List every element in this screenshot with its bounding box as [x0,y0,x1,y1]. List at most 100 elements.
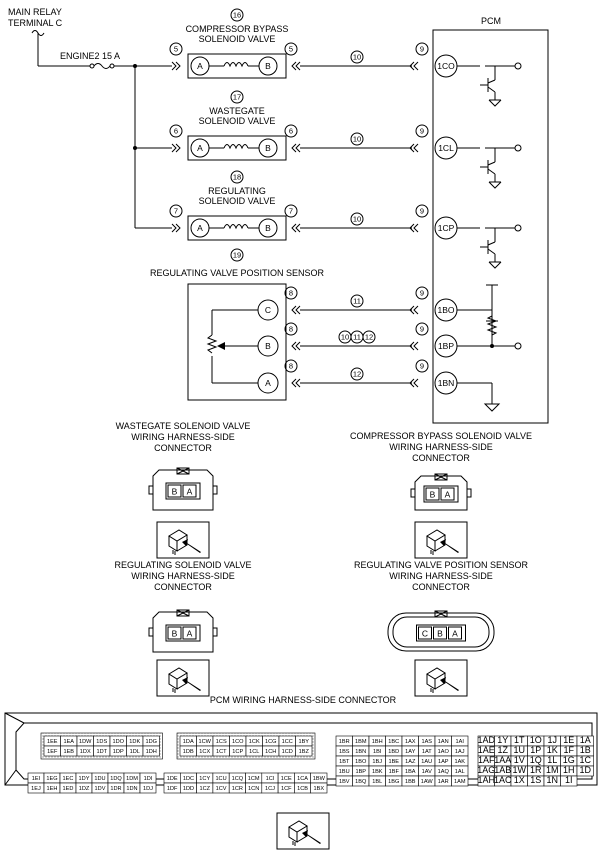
pin-label: 1BS [339,749,350,755]
pin-label: 1BP [355,769,366,775]
pin-label: 1CS [216,739,227,745]
pin-label: 1DJ [143,786,153,792]
pin-label: 1EI [32,776,41,782]
pin-label: 1BE [388,759,399,765]
pcm-connector-number-circle [415,286,429,300]
wire-code: 10 [353,135,361,144]
pin-label: 1DT [96,749,107,755]
pcm-connector-number-circle [415,204,429,218]
pin-label: 1BB [405,779,416,785]
wire-code-circle [362,330,376,344]
pin-label: 1Q [530,755,542,765]
pin-label: 1CG [265,739,277,745]
wiper-arrow [217,342,225,350]
pin-label: 1AH [477,775,495,785]
solenoid-name-line-2: SOLENOID VALVE [199,196,276,206]
connector-pin-label: B [430,490,436,500]
pin-label: 1AR [438,779,449,785]
coil-icon [223,62,249,68]
pin-label: 1DF [167,786,178,792]
connector-chevron [413,143,419,153]
terminal-a: A [197,223,203,233]
connector-chevron [295,341,301,351]
sensor-box [187,283,287,401]
connector-number-circle [284,204,298,218]
connector-chevron [291,61,297,71]
pin-label: 1T [514,735,525,745]
pin-label: 1O [530,735,542,745]
connector-pin [433,626,447,640]
pin-label: 1AB [494,765,511,775]
main-relay-label-2: TERMINAL C [8,18,63,28]
pin-label: 1DQ [110,776,122,782]
connector-pin [182,484,197,498]
pin-label: 1DD [183,786,194,792]
pcm-pin-label: 1BO [437,305,454,315]
lock-tab [176,609,190,617]
connector-chevron [175,61,181,71]
connector-chevron [413,378,419,388]
connector-chevron [413,223,419,233]
terminal-b: B [265,223,271,233]
pin-label: 1AX [405,739,416,745]
pin-label: 1AO [438,749,450,755]
pin-label: 1DU [94,776,105,782]
component-number-circle [230,170,244,184]
pin-label: 1DX [80,749,91,755]
pin-label: 1DO [112,739,124,745]
pin-label: 1CF [281,786,292,792]
pcm-label: PCM [481,16,501,26]
connector-number: 6 [174,127,178,136]
sensor-terminal: A [265,378,271,388]
plug-orientation-icon [156,521,210,559]
pin-label: 1AC [494,775,512,785]
wire-code: 11 [353,333,361,342]
connector-pin-label: B [437,629,443,639]
direction-arrow [302,830,321,844]
wire-code-circle [350,294,364,308]
connector-number: 5 [174,45,178,54]
pin-label: 1CJ [265,786,275,792]
pin-label: 1BL [372,779,382,785]
pin-label: 1AT [422,749,432,755]
sensor-name: REGULATING VALVE POSITION SENSOR [150,268,325,278]
pin-label: 1CZ [199,786,210,792]
connector-title-line: CONNECTOR [412,582,470,592]
pcm-box [432,29,549,424]
pin-label: 1DM [126,776,138,782]
connector-number-circle [169,204,183,218]
connector-chevron [409,223,415,233]
pin-label: 1AM [454,779,466,785]
pin-cell [451,775,469,787]
pin-label: 1DI [144,776,153,782]
connector-chevron [413,305,419,315]
pin-cell [142,745,160,757]
terminal-dot [514,224,522,232]
wire-code: 10 [341,333,349,342]
component-number-circle [230,90,244,104]
pin-label: 1BR [339,739,350,745]
connector-title-line: WIRING HARNESS-SIDE [389,571,493,581]
pin-label: 1AV [422,769,432,775]
wire-code-circle [350,132,364,146]
pin-label: 1BG [388,779,399,785]
connector-number-circle [284,322,298,336]
pcm-pin-label: 1CP [438,223,455,233]
pin-label: 1BF [389,769,400,775]
solenoid-box [187,215,287,241]
pin-label: 1AE [478,745,495,755]
plug-orientation-icon [156,659,210,697]
connector-housing [414,475,468,511]
pin-label: 1CE [281,776,292,782]
pin-label: 1CR [232,786,243,792]
pin-label: 1CV [216,786,227,792]
connector-title-line: WIRING HARNESS-SIDE [131,571,235,581]
wire-code: 10 [353,215,361,224]
connector-number-circle [284,286,298,300]
pin-label: 1BW [313,776,326,782]
